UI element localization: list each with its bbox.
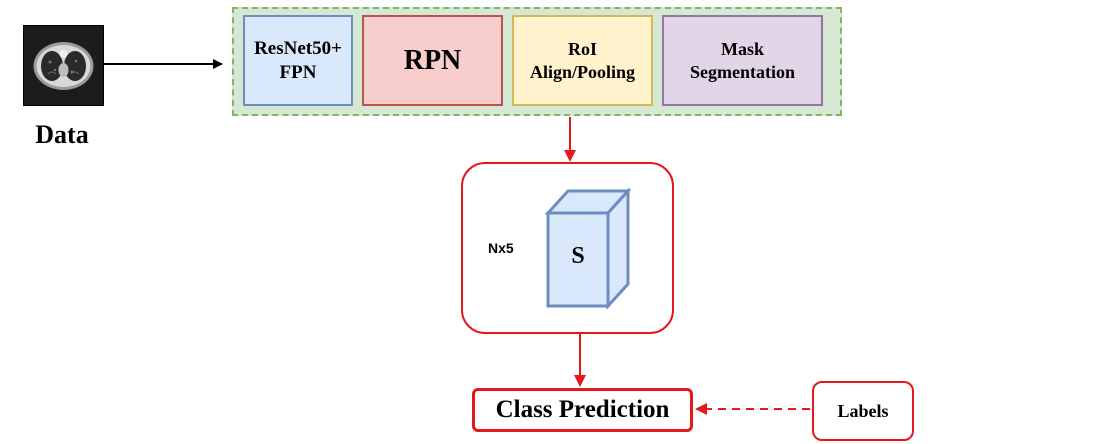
- ct-scan-image: [23, 25, 104, 106]
- rpn-stage: RPN: [362, 15, 503, 106]
- data-label: Data: [35, 120, 89, 149]
- backbone-stage: ResNet50+ FPN: [243, 15, 353, 106]
- cube-label: S: [571, 243, 585, 269]
- class-prediction-box: Class Prediction: [472, 388, 693, 432]
- roi-align-stage: RoI Align/Pooling: [512, 15, 653, 106]
- ct-scan-icon: [24, 26, 103, 105]
- dimension-label: Nx5: [488, 240, 514, 256]
- labels-box: Labels: [812, 381, 914, 441]
- mask-segmentation-stage: Mask Segmentation: [662, 15, 823, 106]
